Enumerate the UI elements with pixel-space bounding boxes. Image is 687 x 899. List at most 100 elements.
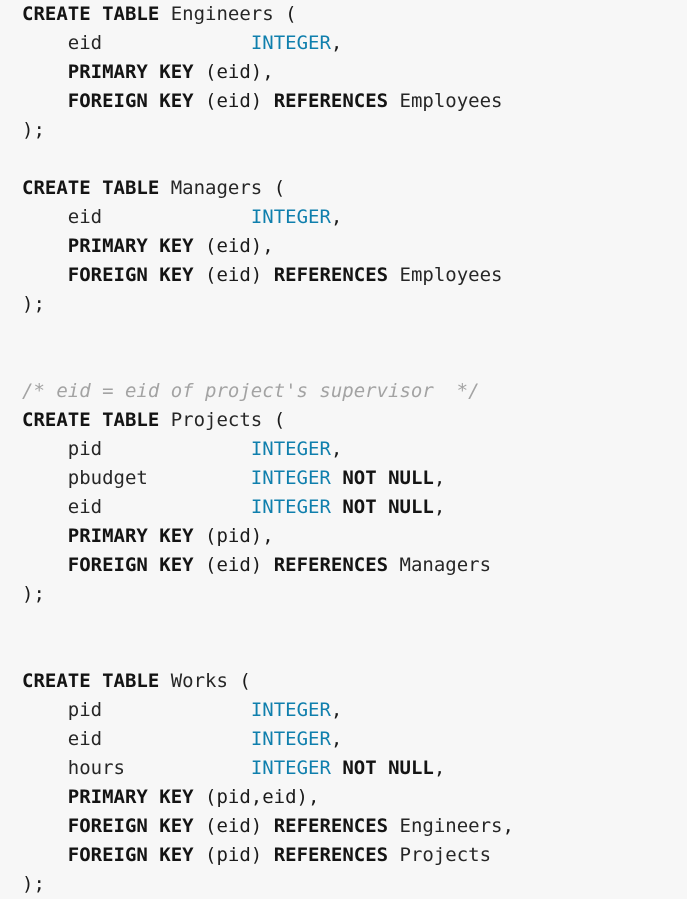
code-token-punct (22, 264, 68, 286)
code-token-kw: CREATE TABLE (22, 3, 160, 25)
code-token-type: INTEGER (250, 496, 331, 518)
code-line: pbudget INTEGER NOT NULL, (0, 464, 687, 493)
code-line: CREATE TABLE Engineers ( (0, 0, 687, 29)
code-token-id: Works (170, 670, 228, 692)
code-token-id: eid (67, 32, 103, 54)
code-token-kw: REFERENCES (273, 264, 389, 286)
code-line: PRIMARY KEY (eid), (0, 58, 687, 87)
code-token-punct: (eid), (193, 235, 274, 257)
code-token-punct (159, 3, 170, 25)
code-line: CREATE TABLE Projects ( (0, 406, 687, 435)
code-token-punct: , (330, 32, 343, 54)
code-token-punct: ); (22, 119, 45, 141)
code-line: /* eid = eid of project's supervisor */ (0, 377, 687, 406)
code-token-punct (22, 235, 68, 257)
code-token-punct (22, 206, 68, 228)
code-token-kw: PRIMARY KEY (67, 235, 194, 257)
code-token-punct: ); (22, 293, 45, 315)
code-token-type: INTEGER (250, 206, 331, 228)
code-token-punct (22, 467, 68, 489)
code-line: FOREIGN KEY (eid) REFERENCES Employees (0, 261, 687, 290)
code-line (0, 319, 687, 348)
code-token-kw: CREATE TABLE (22, 177, 160, 199)
code-token-punct (331, 757, 342, 779)
code-token-kw: FOREIGN KEY (67, 554, 194, 576)
code-token-punct: (pid) (193, 844, 274, 866)
code-token-id: eid (67, 728, 103, 750)
code-token-punct (125, 757, 251, 779)
code-token-kw: REFERENCES (273, 554, 389, 576)
code-token-punct: (eid) (193, 815, 274, 837)
code-token-id: hours (67, 757, 125, 779)
code-token-id: eid (67, 496, 103, 518)
code-token-punct: , (433, 467, 446, 489)
code-token-kw: PRIMARY KEY (67, 525, 194, 547)
code-line: eid INTEGER, (0, 725, 687, 754)
code-line (0, 145, 687, 174)
code-token-id: Engineers (399, 815, 503, 837)
code-token-id: pid (67, 438, 103, 460)
code-token-punct (102, 496, 251, 518)
code-token-punct (22, 554, 68, 576)
code-line: PRIMARY KEY (pid), (0, 522, 687, 551)
code-token-type: INTEGER (250, 757, 331, 779)
code-token-id: Managers (399, 554, 492, 576)
code-token-punct: , (433, 757, 446, 779)
code-token-kw: REFERENCES (273, 815, 389, 837)
code-token-punct (388, 90, 399, 112)
code-token-id: Projects (399, 844, 492, 866)
code-token-punct (22, 757, 68, 779)
code-token-punct (22, 728, 68, 750)
code-token-kw: CREATE TABLE (22, 670, 160, 692)
code-line: FOREIGN KEY (eid) REFERENCES Managers (0, 551, 687, 580)
code-token-kw: NOT NULL (342, 757, 434, 779)
code-line: eid INTEGER, (0, 29, 687, 58)
code-line: PRIMARY KEY (eid), (0, 232, 687, 261)
code-token-punct: (eid) (193, 264, 274, 286)
code-token-punct (22, 496, 68, 518)
code-token-punct (102, 32, 251, 54)
code-token-punct (102, 438, 251, 460)
code-token-punct: , (433, 496, 446, 518)
code-token-kw: REFERENCES (273, 844, 389, 866)
code-token-id: Employees (399, 90, 503, 112)
code-line: ); (0, 290, 687, 319)
code-token-punct: , (330, 728, 343, 750)
code-token-punct (388, 844, 399, 866)
code-line: FOREIGN KEY (pid) REFERENCES Projects (0, 841, 687, 870)
code-token-kw: CREATE TABLE (22, 409, 160, 431)
code-token-punct (102, 728, 251, 750)
code-token-punct (22, 61, 68, 83)
code-line: eid INTEGER NOT NULL, (0, 493, 687, 522)
code-line (0, 348, 687, 377)
code-token-kw: PRIMARY KEY (67, 61, 194, 83)
code-token-punct (331, 496, 342, 518)
code-token-kw: NOT NULL (342, 496, 434, 518)
code-token-punct (22, 699, 68, 721)
code-token-type: INTEGER (250, 699, 331, 721)
code-token-kw: FOREIGN KEY (67, 844, 194, 866)
code-token-punct (22, 844, 68, 866)
code-token-type: INTEGER (250, 32, 331, 54)
code-token-punct (148, 467, 251, 489)
code-token-punct: (pid,eid), (193, 786, 320, 808)
code-token-punct: (eid) (193, 90, 274, 112)
code-token-punct: , (330, 438, 343, 460)
code-token-kw: FOREIGN KEY (67, 815, 194, 837)
code-token-punct: , (330, 206, 343, 228)
code-token-punct: ( (227, 670, 251, 692)
code-token-id: Projects (170, 409, 263, 431)
code-token-kw: REFERENCES (273, 90, 389, 112)
code-token-id: Managers (170, 177, 263, 199)
code-token-id: eid (67, 206, 103, 228)
code-token-punct (102, 699, 251, 721)
code-token-id: Employees (399, 264, 503, 286)
code-token-punct: (pid), (193, 525, 274, 547)
code-token-punct: (eid) (193, 554, 274, 576)
code-token-type: INTEGER (250, 728, 331, 750)
code-token-id: pbudget (67, 467, 148, 489)
code-line (0, 609, 687, 638)
code-token-kw: FOREIGN KEY (67, 264, 194, 286)
code-token-comment: /* eid = eid of project's supervisor */ (22, 380, 480, 402)
